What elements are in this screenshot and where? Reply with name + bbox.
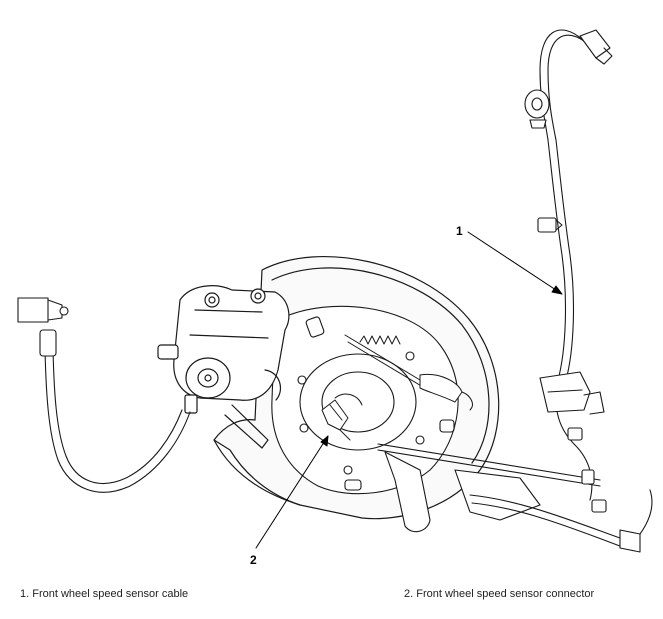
brake-caliper bbox=[157, 285, 290, 449]
arrowhead-1 bbox=[551, 285, 563, 295]
leader-line-2 bbox=[255, 435, 329, 549]
legend-item-2: 2. Front wheel speed sensor connector bbox=[404, 588, 595, 600]
callout-label-2: 2 bbox=[250, 553, 257, 567]
brake-hose bbox=[17, 297, 191, 493]
adjuster-spring bbox=[344, 334, 473, 411]
arrowhead-2 bbox=[320, 435, 329, 447]
callout-label-1: 1 bbox=[456, 224, 463, 238]
leader-lines bbox=[255, 231, 563, 549]
brake-assembly-illustration bbox=[17, 29, 653, 553]
legend-item-1: 1. Front wheel speed sensor cable bbox=[20, 588, 189, 600]
leader-line-1 bbox=[467, 231, 563, 295]
parking-brake-cable bbox=[377, 443, 653, 553]
backing-plate bbox=[271, 305, 459, 495]
wheel-speed-sensor-cable bbox=[524, 29, 613, 513]
sensor-connector-bracket bbox=[321, 393, 363, 441]
